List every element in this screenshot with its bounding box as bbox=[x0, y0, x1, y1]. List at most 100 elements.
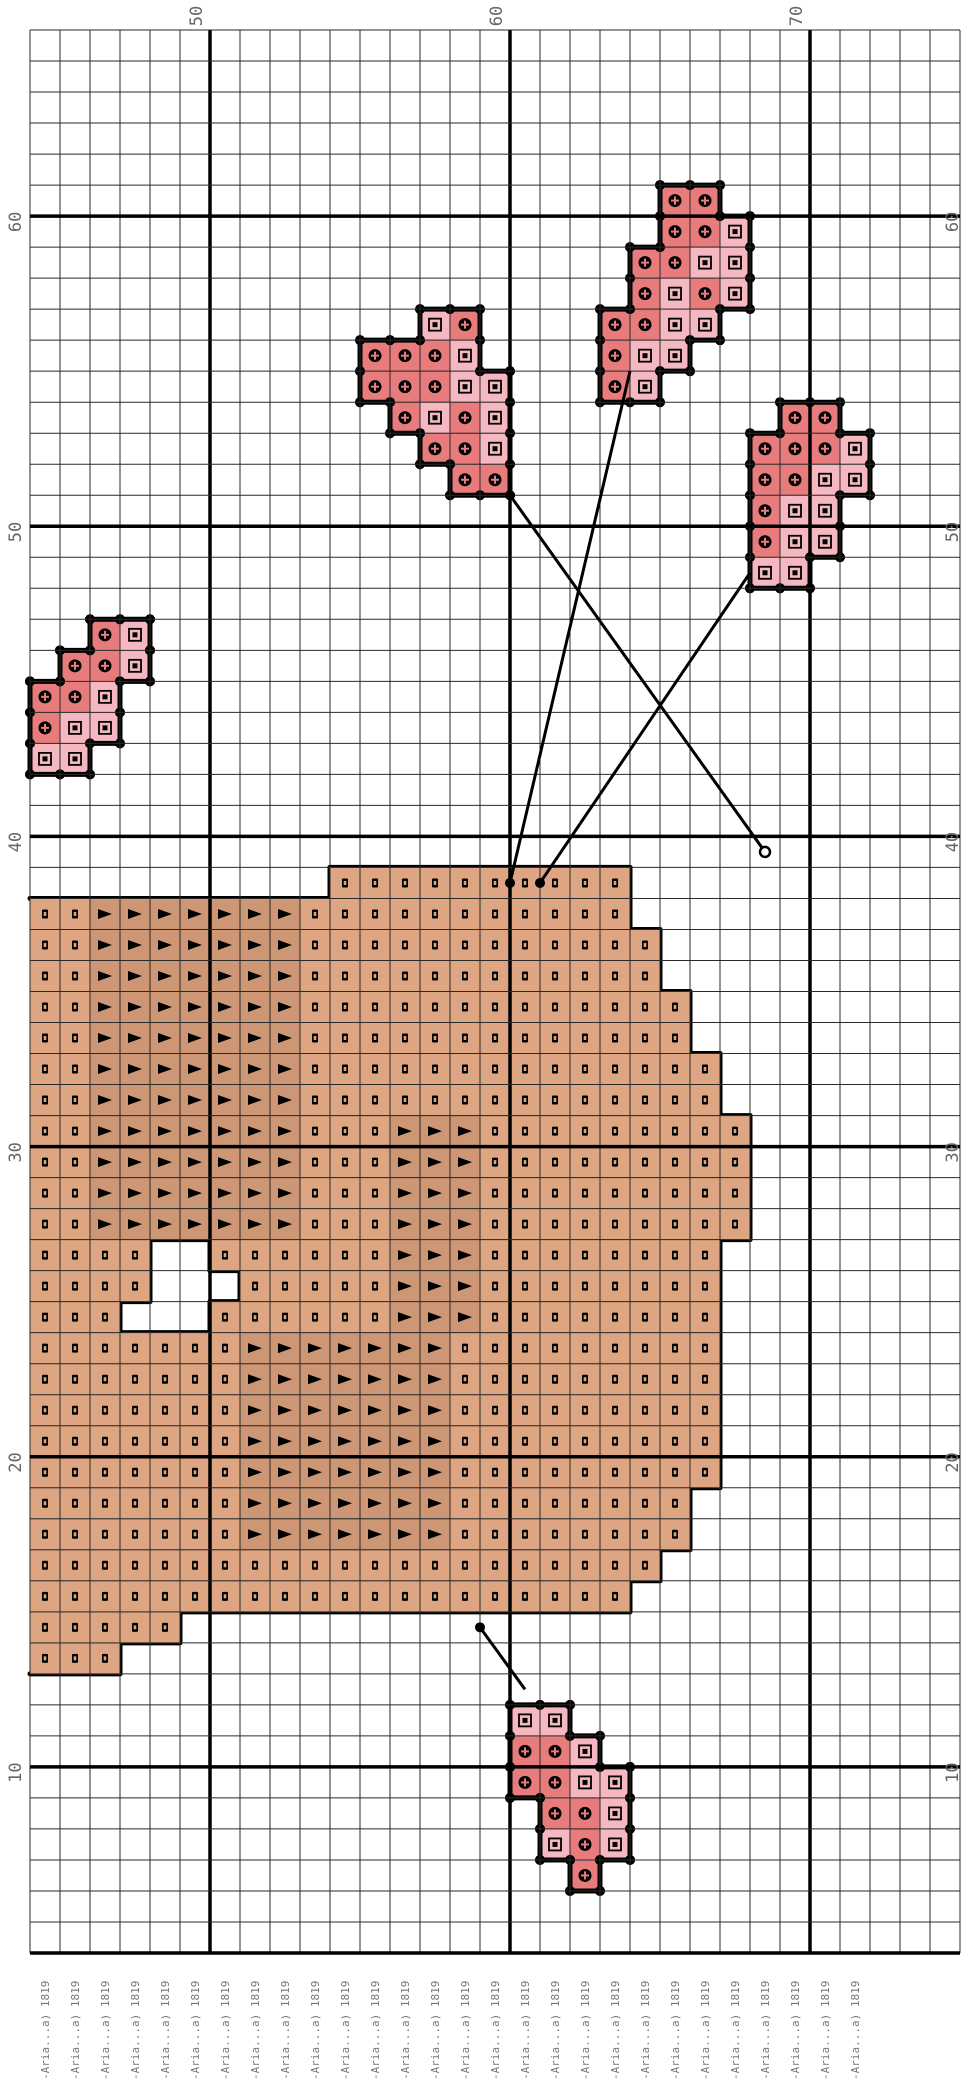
region-stitch bbox=[660, 1488, 690, 1519]
motif-stitch bbox=[780, 557, 810, 588]
region-stitch bbox=[60, 960, 90, 991]
circle-symbol-bar bbox=[794, 445, 796, 453]
region-stitch bbox=[60, 898, 90, 929]
region-stitch bbox=[480, 1271, 510, 1302]
region-stitch bbox=[300, 1178, 330, 1209]
region-stitch bbox=[480, 1302, 510, 1333]
region-stitch bbox=[690, 1240, 720, 1271]
region-stitch bbox=[630, 1364, 660, 1395]
rect-symbol-hole bbox=[584, 1470, 587, 1474]
motif-stitch bbox=[90, 619, 120, 650]
rect-symbol-hole bbox=[494, 1470, 497, 1474]
region-stitch bbox=[150, 960, 180, 991]
region-stitch bbox=[480, 1395, 510, 1426]
rect-symbol-hole bbox=[494, 1439, 497, 1443]
thread-node bbox=[505, 878, 515, 888]
rect-symbol-hole bbox=[74, 1594, 77, 1598]
region-stitch bbox=[150, 1209, 180, 1240]
region-stitch bbox=[690, 1116, 720, 1147]
region-stitch bbox=[150, 1488, 180, 1519]
x-tick-label: 50 bbox=[187, 6, 207, 26]
rect-symbol-hole bbox=[614, 1439, 617, 1443]
region-stitch bbox=[630, 1116, 660, 1147]
rect-symbol-hole bbox=[584, 1532, 587, 1536]
rect-symbol-hole bbox=[734, 1160, 737, 1164]
footer-label: -Aria...a) 1819 bbox=[159, 1981, 172, 2080]
region-stitch bbox=[300, 1333, 330, 1364]
rect-symbol-hole bbox=[314, 1067, 317, 1071]
footer-label: -Aria...a) 1819 bbox=[69, 1981, 82, 2080]
region-stitch bbox=[660, 1271, 690, 1302]
region-stitch bbox=[150, 929, 180, 960]
circle-symbol-bar bbox=[404, 414, 406, 422]
region-stitch bbox=[330, 1426, 360, 1457]
rect-symbol-hole bbox=[434, 943, 437, 947]
square-symbol-dot bbox=[853, 446, 858, 451]
region-stitch bbox=[420, 1085, 450, 1116]
region-stitch bbox=[600, 992, 630, 1023]
rect-symbol-hole bbox=[44, 1625, 47, 1629]
rect-symbol-hole bbox=[584, 1067, 587, 1071]
y-tick-label-right: 50 bbox=[943, 522, 963, 542]
region-stitch bbox=[90, 1550, 120, 1581]
rect-symbol-hole bbox=[494, 1098, 497, 1102]
rect-symbol-hole bbox=[494, 1036, 497, 1040]
square-symbol-dot bbox=[733, 291, 738, 296]
region-stitch bbox=[390, 929, 420, 960]
rect-symbol-hole bbox=[374, 1005, 377, 1009]
rect-symbol-hole bbox=[584, 1563, 587, 1567]
region-stitch bbox=[60, 1612, 90, 1643]
region-stitch bbox=[720, 1147, 750, 1178]
region-stitch bbox=[90, 1054, 120, 1085]
region-stitch bbox=[60, 1550, 90, 1581]
region-stitch bbox=[210, 1178, 240, 1209]
footer-label: -Aria...a) 1819 bbox=[729, 1981, 742, 2080]
region-stitch bbox=[420, 992, 450, 1023]
rect-symbol-hole bbox=[344, 1129, 347, 1133]
rect-symbol-hole bbox=[194, 1594, 197, 1598]
square-symbol-dot bbox=[493, 384, 498, 389]
region-stitch bbox=[60, 1581, 90, 1612]
region-stitch bbox=[270, 960, 300, 991]
region-stitch bbox=[240, 929, 270, 960]
rect-symbol-hole bbox=[44, 1222, 47, 1226]
region-stitch bbox=[720, 1178, 750, 1209]
rect-symbol-hole bbox=[74, 1315, 77, 1319]
circle-symbol-bar bbox=[434, 352, 436, 360]
motif-stitch bbox=[390, 340, 420, 371]
region-stitch bbox=[420, 1271, 450, 1302]
region-stitch bbox=[570, 992, 600, 1023]
rect-symbol-hole bbox=[44, 1470, 47, 1474]
rect-symbol-hole bbox=[434, 974, 437, 978]
region-stitch bbox=[240, 1085, 270, 1116]
rect-symbol-hole bbox=[614, 1098, 617, 1102]
square-symbol-dot bbox=[793, 508, 798, 513]
rect-symbol-hole bbox=[44, 1563, 47, 1567]
rect-symbol-hole bbox=[224, 1501, 227, 1505]
footer-label: -Aria...a) 1819 bbox=[609, 1981, 622, 2080]
motif-stitch bbox=[90, 712, 120, 743]
region-stitch bbox=[90, 1023, 120, 1054]
region-stitch bbox=[630, 1395, 660, 1426]
rect-symbol-hole bbox=[644, 1129, 647, 1133]
rect-symbol-hole bbox=[674, 1346, 677, 1350]
rect-symbol-hole bbox=[344, 1594, 347, 1598]
region-stitch bbox=[420, 1426, 450, 1457]
rect-symbol-hole bbox=[554, 1067, 557, 1071]
rect-symbol-hole bbox=[74, 1377, 77, 1381]
region-stitch bbox=[30, 960, 60, 991]
motif-stitch bbox=[600, 1798, 630, 1829]
rect-symbol-hole bbox=[614, 1594, 617, 1598]
motif-stitch bbox=[30, 743, 60, 774]
motif-stitch bbox=[90, 681, 120, 712]
rect-symbol-hole bbox=[524, 1098, 527, 1102]
region-stitch bbox=[570, 1178, 600, 1209]
rect-symbol-hole bbox=[374, 1253, 377, 1257]
rect-symbol-hole bbox=[134, 1439, 137, 1443]
region-stitch bbox=[30, 1147, 60, 1178]
square-symbol-dot bbox=[823, 477, 828, 482]
rect-symbol-hole bbox=[524, 1005, 527, 1009]
region-stitch bbox=[330, 992, 360, 1023]
region-stitch bbox=[690, 1054, 720, 1085]
region-stitch bbox=[480, 1054, 510, 1085]
